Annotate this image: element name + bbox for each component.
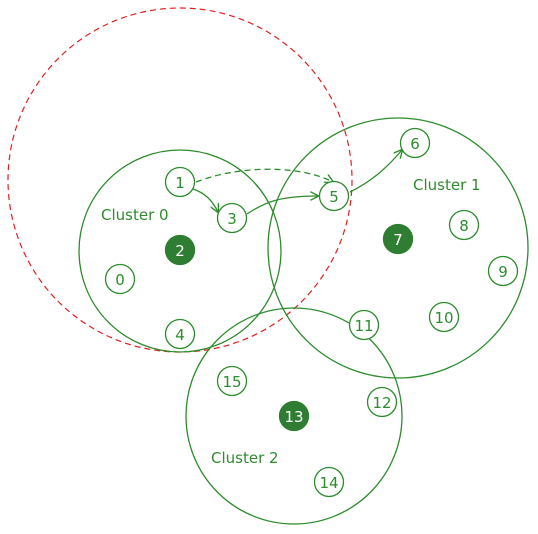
cluster-boundary-1 <box>267 117 529 379</box>
node-marker <box>104 263 136 295</box>
node-2: 2 <box>164 234 196 266</box>
node-4: 4 <box>164 318 196 350</box>
node-label: 2 <box>175 242 185 260</box>
node-marker <box>448 209 480 241</box>
cluster-label-0: Cluster 0 <box>101 206 169 224</box>
node-9: 9 <box>487 255 519 287</box>
node-label: 10 <box>434 309 453 327</box>
node-12: 12 <box>366 386 398 418</box>
node-marker <box>487 255 519 287</box>
node-marker <box>348 309 380 341</box>
node-marker <box>366 386 398 418</box>
cluster-label-1: Cluster 1 <box>413 176 481 194</box>
node-15: 15 <box>216 365 248 397</box>
node-label: 6 <box>410 135 420 153</box>
node-7: 7 <box>382 223 414 255</box>
node-label: 13 <box>284 408 303 426</box>
cluster-boundary-0 <box>78 149 282 353</box>
node-label: 8 <box>459 217 469 235</box>
node-marker <box>164 318 196 350</box>
node-label: 4 <box>175 326 185 344</box>
node-marker <box>164 166 196 198</box>
node-6: 6 <box>399 127 431 159</box>
edge-1-5-dashed <box>195 168 333 182</box>
cluster-boundary-2 <box>185 307 403 525</box>
node-5: 5 <box>318 180 350 212</box>
node-label: 15 <box>222 373 241 391</box>
node-11: 11 <box>348 309 380 341</box>
cluster-head-marker <box>164 234 196 266</box>
node-marker <box>216 365 248 397</box>
edge-5-6 <box>349 150 402 193</box>
node-marker <box>318 180 350 212</box>
node-3: 3 <box>216 202 248 234</box>
node-label: 5 <box>329 188 339 206</box>
node-label: 11 <box>354 317 373 335</box>
cluster-head-marker <box>278 400 310 432</box>
cluster-head-marker <box>382 223 414 255</box>
node-marker <box>399 127 431 159</box>
node-label: 7 <box>393 231 403 249</box>
node-label: 3 <box>227 210 237 228</box>
node-label: 1 <box>175 174 185 192</box>
node-0: 0 <box>104 263 136 295</box>
node-label: 14 <box>319 474 338 492</box>
node-marker <box>216 202 248 234</box>
edge-1-3 <box>192 188 218 212</box>
node-8: 8 <box>448 209 480 241</box>
node-14: 14 <box>313 466 345 498</box>
node-1: 1 <box>164 166 196 198</box>
node-label: 0 <box>115 271 125 289</box>
cluster-label-2: Cluster 2 <box>211 449 279 467</box>
edge-3-5 <box>246 196 318 215</box>
node-13: 13 <box>278 400 310 432</box>
node-label: 12 <box>372 394 391 412</box>
node-marker <box>428 301 460 333</box>
node-10: 10 <box>428 301 460 333</box>
node-marker <box>313 466 345 498</box>
node-label: 9 <box>498 263 508 281</box>
